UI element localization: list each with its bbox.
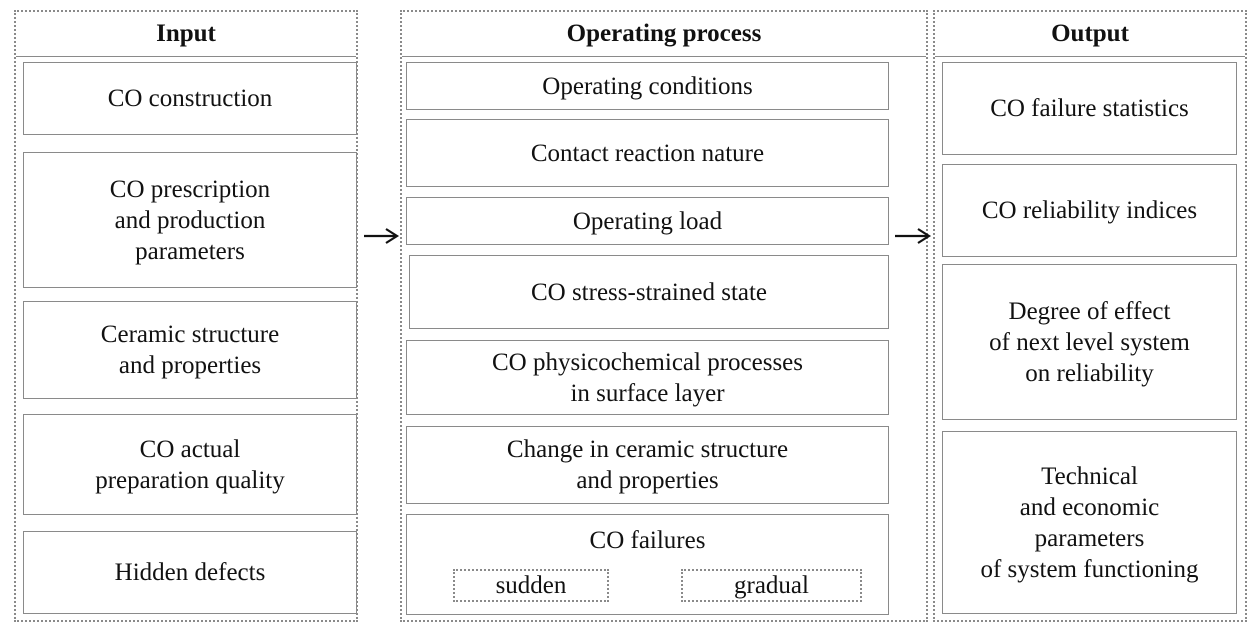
process-box-label: Operating load — [572, 207, 723, 235]
process-box-operating-load: Operating load — [406, 197, 889, 245]
output-box-label: CO failure statistics — [990, 95, 1189, 122]
output-box-label: CO reliability indices — [981, 197, 1198, 224]
process-box-label: Change in ceramic structure and properti… — [506, 436, 789, 494]
process-box-label: CO stress-strained state — [530, 278, 768, 306]
output-box-reliability-indices: CO reliability indices — [942, 164, 1237, 257]
failure-type-gradual-label: gradual — [734, 571, 809, 599]
process-box-label: CO physicochemical processes in surface … — [491, 348, 804, 407]
process-box-label: Operating conditions — [542, 72, 753, 100]
process-box-stress-strained-state: CO stress-strained state — [409, 255, 889, 329]
process-box-ceramic-change: Change in ceramic structure and properti… — [406, 426, 889, 504]
process-column: Operating process — [400, 10, 928, 622]
input-box-label: Hidden defects — [114, 559, 266, 586]
input-box-prescription-parameters: CO prescription and production parameter… — [23, 152, 357, 288]
arrow-right-icon — [364, 228, 400, 244]
process-box-physicochemical-processes: CO physicochemical processes in surface … — [406, 340, 889, 415]
failure-type-sudden: sudden — [453, 569, 609, 602]
input-box-label: CO construction — [107, 85, 273, 112]
process-box-co-failures: CO failures — [406, 514, 889, 615]
input-box-preparation-quality: CO actual preparation quality — [23, 414, 357, 515]
input-column: Input — [14, 10, 358, 622]
input-box-label: CO actual preparation quality — [95, 435, 285, 494]
output-column-title: Output — [935, 12, 1245, 57]
output-column: Output — [933, 10, 1247, 622]
output-box-degree-of-effect: Degree of effect of next level system on… — [942, 264, 1237, 420]
input-box-label: CO prescription and production parameter… — [109, 175, 271, 265]
process-box-contact-reaction: Contact reaction nature — [406, 119, 889, 187]
output-box-label: Degree of effect of next level system on… — [989, 297, 1190, 387]
process-box-label: Contact reaction nature — [530, 139, 765, 167]
input-box-hidden-defects: Hidden defects — [23, 531, 357, 614]
arrow-right-icon — [895, 228, 932, 244]
output-box-label: Technical and economic parameters of sys… — [980, 462, 1199, 583]
failure-type-gradual: gradual — [681, 569, 862, 602]
input-column-title: Input — [16, 12, 356, 57]
output-box-failure-statistics: CO failure statistics — [942, 62, 1237, 155]
input-box-ceramic-structure: Ceramic structure and properties — [23, 301, 357, 399]
failure-type-sudden-label: sudden — [495, 571, 567, 599]
co-failures-label: CO failures — [589, 527, 706, 554]
process-column-title: Operating process — [402, 12, 926, 57]
input-box-label: Ceramic structure and properties — [100, 321, 280, 379]
output-box-technical-economic: Technical and economic parameters of sys… — [942, 431, 1237, 614]
process-box-operating-conditions: Operating conditions — [406, 62, 889, 110]
input-box-co-construction: CO construction — [23, 62, 357, 135]
